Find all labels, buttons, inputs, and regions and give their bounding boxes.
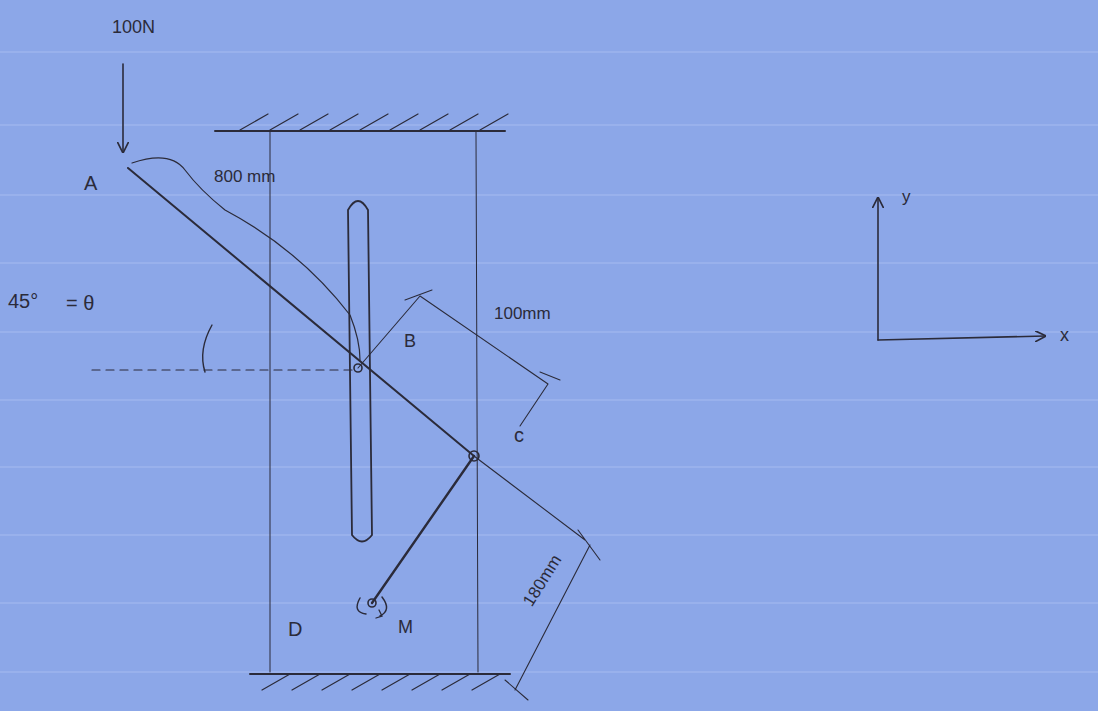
dimension-line bbox=[474, 456, 600, 700]
floor-hatch bbox=[250, 674, 510, 690]
sketch-label: x bbox=[1060, 326, 1069, 346]
sketch-label: A bbox=[84, 172, 97, 194]
guide-line bbox=[476, 132, 478, 672]
sketch-label: 45° bbox=[8, 290, 38, 312]
sketch-label: 800 mm bbox=[214, 168, 275, 187]
angle-arc bbox=[203, 325, 212, 372]
sketch-label: 100N bbox=[112, 18, 155, 38]
ruled-lines bbox=[0, 52, 1098, 672]
sketch-label: c bbox=[514, 424, 524, 446]
pin-d bbox=[368, 599, 376, 607]
y-axis bbox=[877, 198, 879, 340]
force-arrow bbox=[122, 64, 124, 152]
sketch-label: 100mm bbox=[494, 305, 551, 324]
x-axis bbox=[878, 336, 1045, 340]
moment-arc bbox=[357, 597, 386, 616]
guide-line bbox=[270, 132, 271, 672]
moment-arrowhead bbox=[376, 610, 382, 618]
sketch-label: 180mm bbox=[520, 552, 566, 610]
link-cd bbox=[372, 456, 474, 603]
slot bbox=[348, 201, 372, 542]
sketch-label: B bbox=[404, 332, 416, 352]
reference-line bbox=[92, 369, 352, 370]
sketch-label: D bbox=[288, 618, 302, 640]
bar-abc bbox=[128, 168, 474, 456]
dimension-line bbox=[358, 290, 560, 426]
sketch-label: y bbox=[902, 188, 911, 207]
sketch-label: = θ bbox=[66, 292, 94, 314]
sketch-label: M bbox=[398, 618, 413, 638]
ceiling-hatch bbox=[215, 114, 508, 131]
dimension-brace bbox=[132, 158, 360, 360]
